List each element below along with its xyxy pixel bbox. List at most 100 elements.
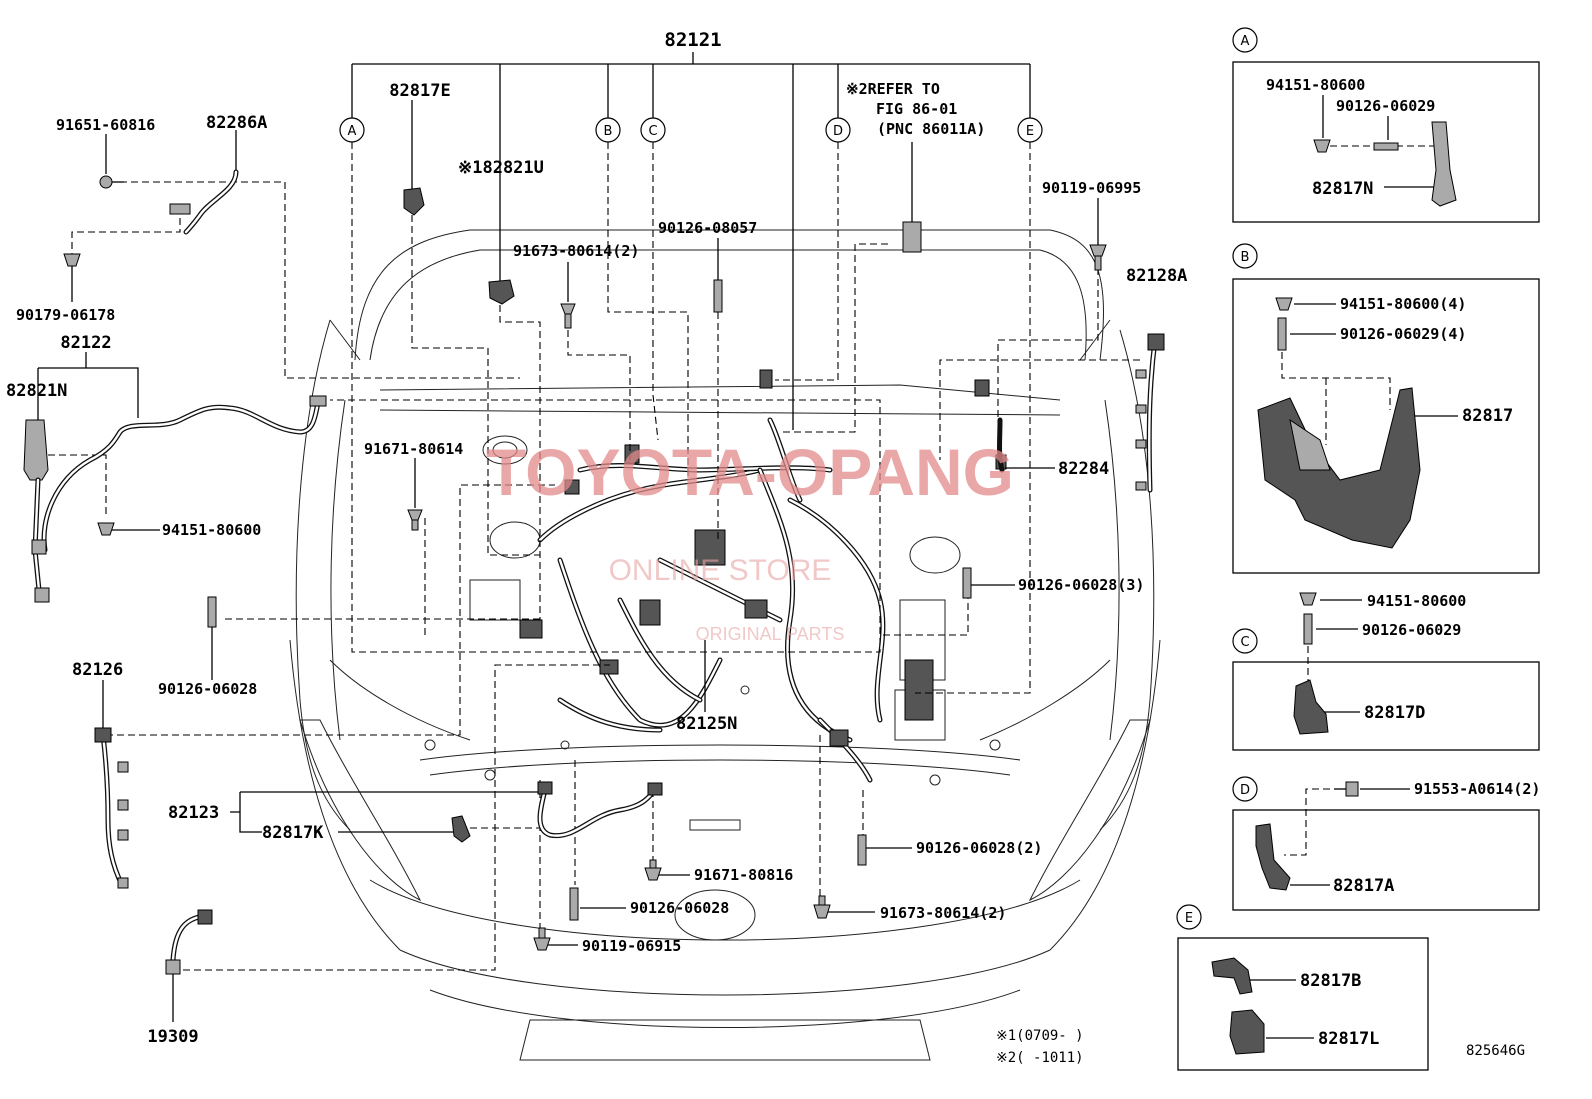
bolt-91651-60816-icon: [99, 175, 124, 189]
svg-text:C: C: [648, 124, 657, 139]
inset-a-label-2: 90126-06029: [1336, 97, 1435, 115]
callout-91673-80614-2-top: 91673-80614(2): [513, 242, 639, 260]
protector-82821n-icon: [23, 419, 49, 481]
inset-b: B 94151-80600(4) 90126-06029(4) 82817: [1232, 243, 1540, 574]
inset-b-label-2: 90126-06029(4): [1340, 325, 1466, 343]
nut-90179-06178-icon: [63, 253, 81, 267]
footnotes: ※1(0709- ) ※2( -1011) 825646G: [996, 1028, 1525, 1066]
clip-82817k-icon: [451, 815, 471, 843]
callout-82284: 82284: [1058, 459, 1109, 479]
callout-90119-06995: 90119-06995: [1042, 179, 1141, 197]
footnote-2: ※2( -1011): [996, 1050, 1084, 1066]
clip-82821u-icon: [488, 279, 515, 305]
inset-d: D 91553-A0614(2) 82817A: [1232, 776, 1540, 911]
inset-c-label-2: 90126-06029: [1362, 621, 1461, 639]
callout-82125n: 82125N: [676, 714, 737, 734]
inset-d-label-1: 91553-A0614(2): [1414, 780, 1540, 798]
callout-19309: 19309: [147, 1027, 198, 1047]
inset-a-label-1: 94151-80600: [1266, 76, 1365, 94]
callout-94151-80600-left: 94151-80600: [162, 521, 261, 539]
stud-90126-06028-left-icon: [207, 596, 217, 628]
callout-91673-80614-2-bottom: 91673-80614(2): [880, 904, 1006, 922]
marker-d: D: [825, 117, 851, 143]
inset-b-stud-icon: [1277, 317, 1287, 351]
bolt-90119-06915-icon: [533, 927, 551, 951]
callout-90126-06028-left: 90126-06028: [158, 680, 257, 698]
sensor-19309-icon: [197, 909, 213, 925]
callout-90126-06028-3: 90126-06028(3): [1018, 576, 1144, 594]
inset-e-label-1: 82817B: [1300, 971, 1361, 991]
inset-c-nut-icon: [1299, 592, 1317, 606]
refer-note-line1: ※2REFER TO: [846, 80, 940, 98]
engine-wire-harness: [519, 369, 1007, 783]
callout-labels: 82121 82817E ※2REFER TO FIG 86-01 (PNC 8…: [6, 29, 1187, 1047]
inset-b-nut-icon: [1275, 297, 1293, 311]
svg-text:C: C: [1240, 635, 1249, 650]
connector-86011a-icon: [902, 221, 922, 253]
bolt-91671-80614-icon: [407, 509, 423, 531]
callout-82817k: 82817K: [262, 823, 324, 843]
callout-82286a: 82286A: [206, 113, 267, 133]
svg-text:E: E: [1026, 124, 1034, 139]
nut-94151-80600-left-icon: [97, 522, 115, 536]
figure-code: 825646G: [1466, 1043, 1525, 1059]
bolt-91671-80816-icon: [644, 859, 662, 881]
callout-82121: 82121: [664, 29, 721, 51]
inset-e-label-2: 82817L: [1318, 1029, 1379, 1049]
callout-90126-06028-bottom: 90126-06028: [630, 899, 729, 917]
refer-note-line2: FIG 86-01: [876, 100, 957, 118]
inset-c: C 94151-80600 90126-06029 82817D: [1232, 592, 1540, 751]
bolt-91673-80614-bottom-icon: [813, 895, 831, 919]
inset-c-label-3: 82817D: [1364, 703, 1425, 723]
small-parts: [23, 169, 1165, 975]
inset-a-bracket-82817n-icon: [1431, 121, 1457, 207]
bolt-91673-80614-top-icon: [560, 303, 576, 329]
inset-b-label-3: 82817: [1462, 406, 1513, 426]
leader-lines: [37, 52, 1099, 1022]
callout-90179-06178: 90179-06178: [16, 306, 115, 324]
svg-text:TOYOTA-OPANG: TOYOTA-OPANG: [486, 435, 1014, 509]
inset-c-label-1: 94151-80600: [1367, 592, 1466, 610]
main-circle-markers: A B C D E: [339, 117, 1043, 143]
inset-d-bolt-icon: [1334, 781, 1359, 797]
svg-text:ORIGINAL PARTS: ORIGINAL PARTS: [696, 624, 845, 644]
inset-e-cover-82817l-icon: [1229, 1009, 1265, 1055]
marker-c: C: [640, 117, 666, 143]
callout-90119-06915: 90119-06915: [582, 937, 681, 955]
svg-text:B: B: [604, 124, 613, 139]
inset-a: A 94151-80600 90126-06029 82817N: [1232, 27, 1540, 223]
marker-a: A: [339, 117, 365, 143]
inset-e: E 82817B 82817L: [1176, 904, 1429, 1071]
callout-82126: 82126: [72, 660, 123, 680]
callout-82123: 82123: [168, 803, 219, 823]
footnote-1: ※1(0709- ): [996, 1028, 1084, 1044]
stud-90126-06028-2-icon: [857, 834, 867, 866]
stud-90126-06028-bottom-icon: [569, 887, 579, 921]
callout-82821u: ※182821U: [458, 158, 544, 178]
svg-text:B: B: [1241, 250, 1250, 265]
bolt-90119-06995-icon: [1089, 244, 1107, 271]
inset-d-label-2: 82817A: [1333, 876, 1394, 896]
inset-d-bracket-82817a-icon: [1255, 823, 1291, 891]
svg-text:A: A: [348, 124, 357, 139]
marker-e: E: [1017, 117, 1043, 143]
inset-a-stud-icon: [1373, 142, 1399, 151]
clip-82817e-icon: [403, 187, 425, 216]
inset-a-label-3: 82817N: [1312, 179, 1373, 199]
inset-e-cover-82817b-icon: [1211, 957, 1253, 995]
svg-text:D: D: [1240, 783, 1250, 798]
inset-b-label-1: 94151-80600(4): [1340, 295, 1466, 313]
callout-82821n: 82821N: [6, 381, 67, 401]
callout-82817e: 82817E: [389, 81, 450, 101]
stud-90126-08057-icon: [713, 279, 723, 313]
watermark: TOYOTA-OPANG ONLINE STORE ORIGINAL PARTS: [486, 435, 1014, 644]
callout-82122: 82122: [60, 333, 111, 353]
callout-91651-60816: 91651-60816: [56, 116, 155, 134]
stud-90126-06028-3-icon: [962, 567, 972, 599]
refer-note-line3: (PNC 86011A): [877, 120, 985, 138]
svg-text:E: E: [1185, 911, 1193, 926]
svg-text:ONLINE STORE: ONLINE STORE: [609, 554, 832, 587]
inset-c-clip-82817d-icon: [1293, 679, 1329, 735]
svg-text:A: A: [1241, 34, 1250, 49]
